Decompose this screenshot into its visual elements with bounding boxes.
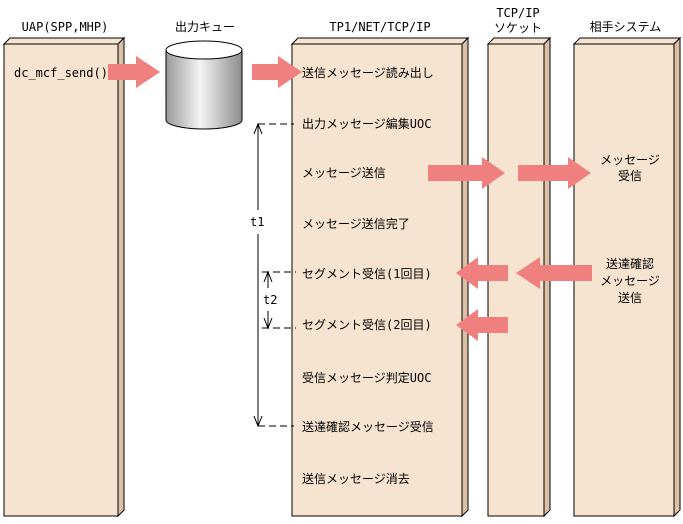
t1-timing-marker bbox=[253, 122, 294, 428]
remote-ack-line3: 送信 bbox=[617, 291, 642, 305]
tp1-step-delete: 送信メッセージ消去 bbox=[302, 472, 410, 486]
tp1-step-read: 送信メッセージ読み出し bbox=[302, 66, 434, 80]
remote-ack-line1: 送達確認 bbox=[605, 257, 654, 271]
header-uap: UAP(SPP,MHP) bbox=[21, 20, 109, 34]
arrow-socket-to-remote bbox=[518, 157, 591, 189]
header-tp1: TP1/NET/TCP/IP bbox=[329, 20, 431, 34]
header-socket-line1: TCP/IP bbox=[496, 6, 540, 20]
remote-receive-line1: メッセージ bbox=[600, 153, 660, 167]
t2-timing-marker bbox=[262, 270, 296, 330]
uap-call-label: dc_mcf_send() bbox=[14, 66, 108, 80]
tp1-step-send-complete: メッセージ送信完了 bbox=[302, 217, 410, 231]
arrow-socket-to-tp1-2 bbox=[456, 309, 508, 341]
queue-cylinder-icon bbox=[165, 40, 243, 130]
remote-receive-line2: 受信 bbox=[617, 169, 642, 183]
arrow-remote-to-socket bbox=[516, 257, 592, 289]
tp1-step-segment-1: セグメント受信(1回目) bbox=[302, 267, 432, 281]
tp1-step-send: メッセージ送信 bbox=[302, 166, 386, 180]
arrow-socket-to-tp1-1 bbox=[456, 257, 508, 289]
t1-label: t1 bbox=[250, 215, 265, 229]
uap-box bbox=[2, 36, 126, 518]
tp1-step-segment-2: セグメント受信(2回目) bbox=[302, 318, 432, 332]
remote-ack-line2: メッセージ bbox=[600, 274, 660, 288]
header-queue: 出力キュー bbox=[174, 20, 235, 34]
arrow-queue-to-tp1 bbox=[252, 56, 302, 88]
flow-arrows bbox=[108, 56, 592, 341]
tp1-box bbox=[290, 36, 470, 518]
tp1-step-edit-uoc: 出力メッセージ編集UOC bbox=[302, 117, 432, 131]
tp1-step-judge-uoc: 受信メッセージ判定UOC bbox=[302, 371, 432, 385]
arrow-tp1-to-socket bbox=[428, 157, 505, 189]
header-socket-line2: ソケット bbox=[493, 21, 542, 35]
arrow-uap-to-queue bbox=[108, 56, 160, 88]
tp1-step-ack-receive: 送達確認メッセージ受信 bbox=[302, 420, 434, 434]
t2-label: t2 bbox=[263, 293, 278, 307]
header-remote: 相手システム bbox=[589, 20, 662, 34]
